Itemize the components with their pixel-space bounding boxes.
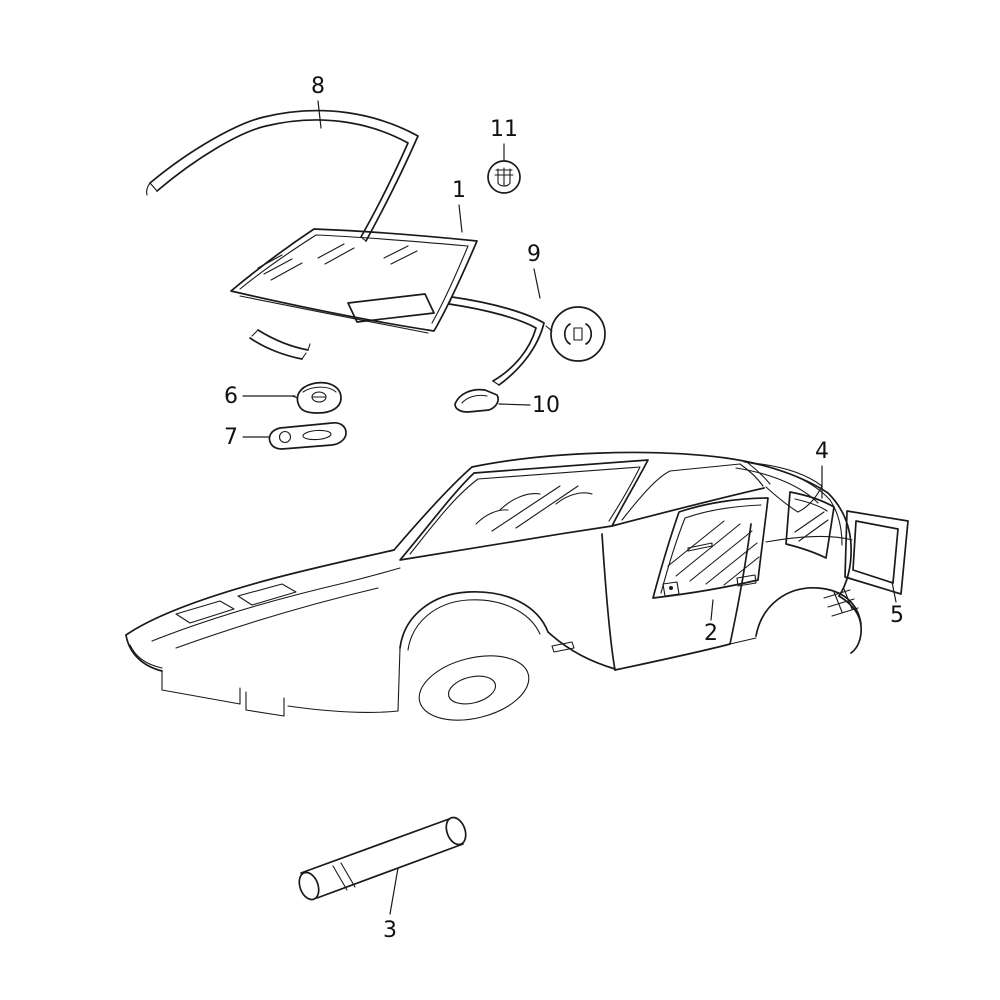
callout-9: 9 bbox=[527, 242, 541, 299]
part-label-9: 9 bbox=[527, 242, 541, 267]
part-label-3: 3 bbox=[383, 918, 397, 943]
callout-5: 5 bbox=[890, 581, 904, 628]
car-body-drawing bbox=[125, 451, 862, 721]
part-label-1: 1 bbox=[452, 178, 466, 203]
molding-clip-detail-circle bbox=[545, 306, 606, 362]
part-label-4: 4 bbox=[815, 439, 829, 464]
door-window-glass bbox=[652, 497, 769, 599]
windshield-side-molding bbox=[448, 296, 545, 386]
windshield-upper-molding bbox=[146, 109, 419, 242]
callout-10: 10 bbox=[498, 393, 560, 418]
callout-1: 1 bbox=[452, 178, 466, 233]
quarter-window-glass bbox=[785, 491, 835, 559]
part-label-7: 7 bbox=[224, 425, 238, 450]
part-label-2: 2 bbox=[704, 621, 718, 646]
part-label-6: 6 bbox=[224, 384, 238, 409]
part-label-5: 5 bbox=[890, 603, 904, 628]
corner-trim-piece bbox=[454, 388, 499, 413]
part-label-10: 10 bbox=[532, 393, 560, 418]
windshield-glass bbox=[230, 228, 478, 360]
callout-6: 6 bbox=[224, 384, 296, 409]
part-label-8: 8 bbox=[311, 74, 325, 99]
sealant-tube bbox=[298, 816, 467, 901]
bracket-plate bbox=[268, 422, 347, 450]
callout-8: 8 bbox=[311, 74, 325, 129]
callout-3: 3 bbox=[383, 867, 399, 943]
mounting-clip bbox=[291, 381, 342, 414]
callout-11: 11 bbox=[490, 117, 518, 161]
callout-7: 7 bbox=[224, 425, 270, 450]
emblem-badge bbox=[487, 160, 521, 194]
quarter-window-seal bbox=[844, 510, 909, 595]
callout-2: 2 bbox=[704, 599, 718, 646]
part-label-11: 11 bbox=[490, 117, 518, 142]
callout-4: 4 bbox=[815, 439, 829, 499]
